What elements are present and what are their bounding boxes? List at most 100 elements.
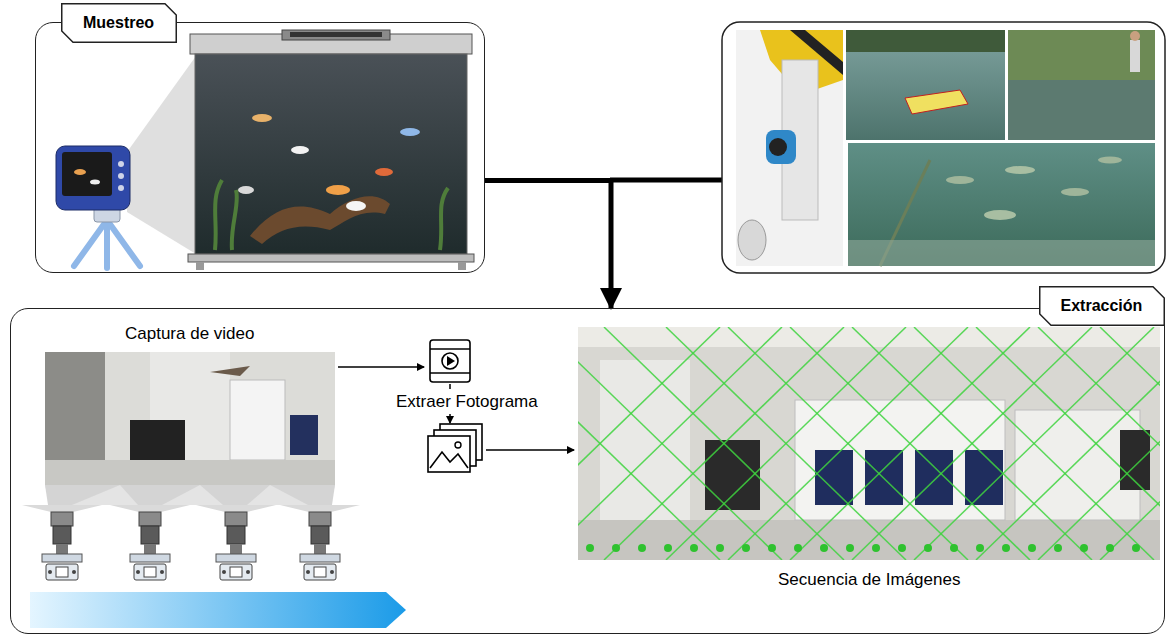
image-sequence — [578, 327, 1160, 560]
feature-dots — [1028, 544, 1036, 552]
aquarium-illustration — [375, 168, 393, 176]
video-capture-frame — [45, 485, 120, 505]
feature-lines — [1100, 327, 1160, 560]
aquarium-illustration — [400, 128, 420, 136]
camera-icon — [330, 570, 334, 574]
aquarium-illustration — [215, 180, 448, 250]
panel-box: Extracción — [10, 308, 1165, 634]
camera-icon — [306, 570, 310, 574]
field-photos-panel — [1098, 157, 1122, 164]
camera-icon — [300, 554, 340, 562]
feature-lines — [852, 327, 1092, 560]
camera-icon — [22, 505, 102, 512]
field-photos-panel — [1005, 166, 1035, 174]
camera-icon — [53, 526, 71, 544]
aquarium-illustration — [250, 196, 390, 244]
camera-icon — [227, 526, 245, 544]
feature-lines — [852, 327, 1092, 560]
camera-on-tripod — [118, 173, 124, 179]
video-icon — [430, 340, 470, 382]
camera-icon — [309, 512, 331, 526]
field-photos-panel — [1008, 30, 1155, 140]
merge-line — [610, 178, 722, 183]
feature-dots — [846, 544, 854, 552]
camera-icon — [196, 505, 276, 512]
camera-icon — [304, 564, 336, 580]
feature-lines — [976, 327, 1160, 560]
camera-icon — [280, 505, 360, 512]
feature-lines — [728, 327, 968, 560]
feature-dots — [664, 544, 672, 552]
aquarium-illustration — [252, 114, 272, 122]
camera-icon — [51, 512, 73, 526]
field-photos-panel — [1130, 31, 1140, 41]
field-photos-panel — [848, 143, 1155, 266]
panel-title: Muestreo — [61, 3, 177, 43]
camera-icon — [56, 544, 68, 554]
camera-icon — [225, 512, 247, 526]
panel-tab: Muestreo — [61, 3, 177, 43]
flow-arrow — [486, 449, 574, 451]
video-capture-frame — [120, 485, 200, 505]
field-photos-panel — [722, 22, 1165, 273]
field-photos-panel — [769, 138, 787, 156]
feature-lines — [1100, 327, 1160, 560]
aquarium-illustration — [127, 56, 196, 254]
feature-dots — [768, 544, 776, 552]
field-photos-panel — [846, 30, 1005, 52]
image-sequence — [915, 450, 953, 505]
camera-icon — [222, 570, 226, 574]
feature-lines — [914, 327, 1154, 560]
camera-icon — [136, 570, 140, 574]
field-photos-panel — [1061, 188, 1089, 196]
aquarium-illustration — [195, 54, 467, 254]
camera-icon — [230, 544, 242, 554]
aquarium-illustration — [196, 262, 204, 270]
camera-on-tripod — [90, 180, 100, 185]
aquarium-illustration — [458, 262, 466, 270]
field-photos-panel — [946, 176, 974, 184]
camera-icon — [144, 567, 156, 577]
panel-title: Extracción — [1039, 286, 1165, 326]
video-capture-frame — [45, 460, 335, 485]
feature-lines — [976, 327, 1160, 560]
feature-lines — [1038, 327, 1160, 560]
feature-lines — [666, 327, 906, 560]
camera-icon — [314, 544, 326, 554]
field-photos-panel — [848, 240, 1155, 266]
feature-lines — [604, 327, 844, 560]
feature-lines — [578, 327, 782, 560]
camera-icon — [42, 554, 82, 562]
feature-dots — [924, 544, 932, 552]
camera-icon — [144, 544, 156, 554]
feature-dots — [742, 544, 750, 552]
feature-lines — [790, 327, 1030, 560]
camera-icon — [22, 505, 360, 580]
camera-icon — [311, 526, 329, 544]
image-stack-icon — [430, 452, 468, 468]
feature-lines — [790, 327, 1030, 560]
field-photos-panel — [766, 130, 796, 164]
step-label: Extraer Fotograma — [394, 392, 540, 412]
feature-dots — [586, 544, 1140, 552]
video-capture-frame — [210, 366, 250, 376]
feature-dots — [872, 544, 880, 552]
camera-icon — [246, 570, 250, 574]
camera-icon — [160, 570, 164, 574]
camera-on-tripod — [118, 161, 124, 167]
flow-line — [449, 384, 451, 389]
video-capture-frame — [270, 485, 335, 505]
feature-lines — [728, 327, 968, 560]
feature-dots — [586, 544, 594, 552]
field-photos-panel — [1130, 40, 1140, 72]
aquarium-illustration — [326, 185, 350, 195]
camera-on-tripod — [74, 169, 86, 175]
feature-lines — [578, 327, 782, 560]
aquarium-illustration — [291, 146, 309, 154]
camera-on-tripod — [74, 220, 107, 266]
image-sequence — [965, 450, 1003, 505]
aquarium-illustration — [188, 254, 474, 262]
feature-dots — [612, 544, 620, 552]
feature-dots — [638, 544, 646, 552]
